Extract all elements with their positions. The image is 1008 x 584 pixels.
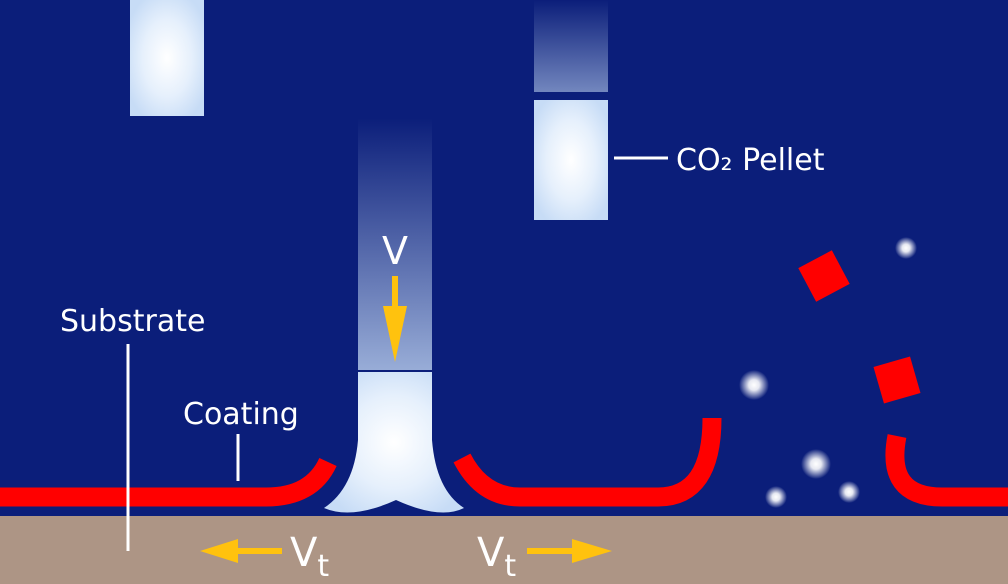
coating-right-segment	[885, 434, 1008, 507]
coating-debris-1	[798, 250, 850, 302]
substrate-layer	[0, 516, 1008, 584]
velocity-label: V	[382, 229, 408, 273]
sublimation-particle-3	[801, 449, 831, 479]
pellet-label: CO₂ Pellet	[676, 143, 825, 178]
velocity-down-arrow	[383, 276, 407, 362]
sublimation-particle-2	[739, 370, 769, 400]
sublimation-particle-4	[838, 481, 860, 503]
substrate-label: Substrate	[60, 304, 205, 339]
coating-middle-segment	[453, 417, 722, 507]
sublimation-particle-5	[765, 486, 787, 508]
coating-debris-2	[873, 356, 921, 404]
sublimation-particle-1	[895, 237, 917, 259]
co2-pellet-impacting	[324, 372, 464, 513]
tangential-velocity-left-arrow	[200, 539, 282, 563]
pellet-motion-trail-right	[534, 0, 608, 92]
co2-pellet-labeled	[534, 100, 608, 220]
co2-pellet-falling-left	[130, 0, 204, 116]
coating-left-segment	[0, 457, 337, 507]
tangential-velocity-right-label: Vt	[477, 530, 516, 584]
tangential-velocity-left-label: Vt	[290, 530, 329, 584]
tangential-velocity-right-arrow	[527, 539, 612, 563]
coating-label: Coating	[183, 397, 299, 432]
